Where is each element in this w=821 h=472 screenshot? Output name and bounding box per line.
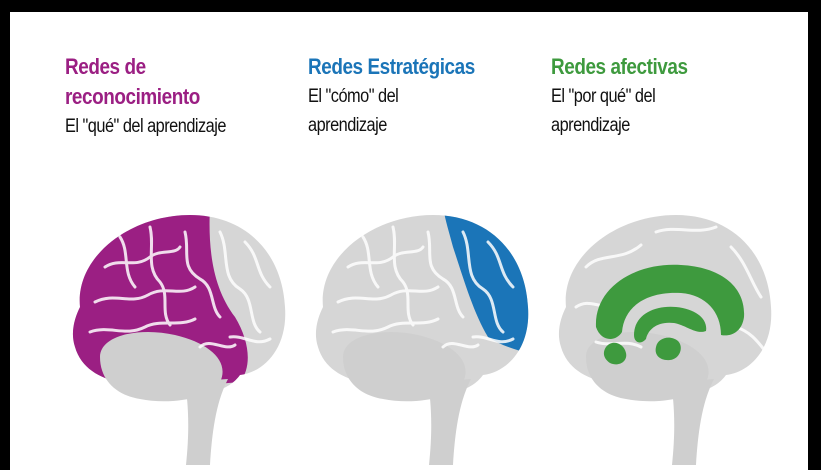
strategic-title: Redes Estratégicas (308, 54, 475, 79)
recognition-title-line-1: Redes de (65, 54, 146, 79)
recognition-brain-illustration (72, 215, 286, 465)
strategic-subtitle-line-1: El "cómo" del (308, 86, 399, 107)
recognition-subtitle: El "qué" del aprendizaje (65, 116, 226, 137)
affective-subtitle-line-2: aprendizaje (551, 115, 630, 136)
strategic-subtitle-line-2: aprendizaje (308, 115, 387, 136)
affective-subtitle-line-1: El "por qué" del (551, 86, 656, 107)
affective-title: Redes afectivas (551, 54, 688, 79)
strategic-brain-illustration (315, 215, 529, 465)
recognition-network-column: Redes de reconocimiento El "qué" del apr… (65, 52, 252, 141)
recognition-title-line-2: reconocimiento (65, 84, 200, 109)
affective-network-column: Redes afectivas El "por qué" del aprendi… (551, 52, 710, 140)
affective-brain-illustration (558, 215, 772, 465)
strategic-network-column: Redes Estratégicas El "cómo" del aprendi… (308, 52, 502, 140)
